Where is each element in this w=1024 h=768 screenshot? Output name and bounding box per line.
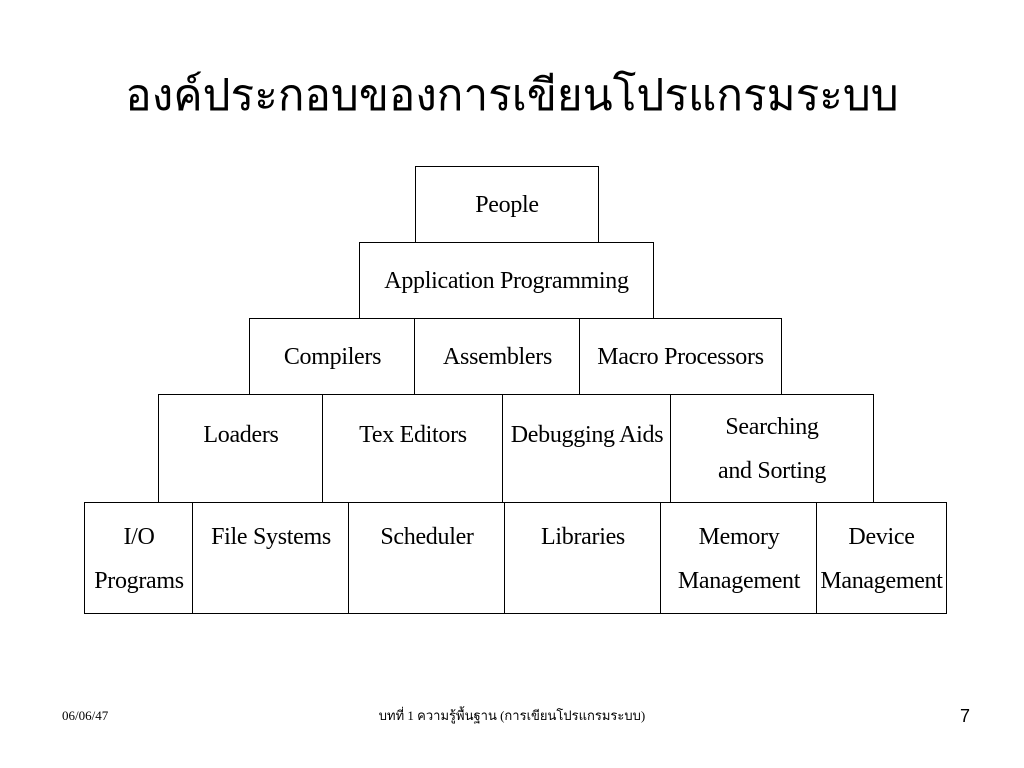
cell-io-programs: I/O Programs [84, 502, 194, 614]
cell-loaders-label: Loaders [203, 422, 279, 448]
cell-compilers: Compilers [249, 318, 416, 396]
cell-compilers-label: Compilers [283, 344, 382, 370]
cell-searching-sorting: Searching and Sorting [670, 394, 874, 504]
cell-scheduler-label: Scheduler [380, 524, 474, 550]
cell-tex-editors: Tex Editors [322, 394, 504, 504]
cell-people: People [415, 166, 599, 244]
cell-tex-editors-label: Tex Editors [359, 422, 467, 448]
cell-device-management-label: Device Management [820, 524, 943, 594]
cell-people-label: People [475, 192, 539, 218]
cell-io-programs-label: I/O Programs [94, 524, 184, 594]
cell-assemblers: Assemblers [414, 318, 581, 396]
cell-libraries-label: Libraries [541, 524, 625, 550]
cell-scheduler: Scheduler [348, 502, 506, 614]
cell-application-programming: Application Programming [359, 242, 654, 320]
footer-date: 06/06/47 [62, 708, 109, 723]
cell-macro-processors-label: Macro Processors [597, 344, 764, 370]
cell-application-programming-label: Application Programming [384, 268, 629, 294]
page-number: 7 [959, 706, 970, 726]
cell-searching-sorting-label: Searching and Sorting [717, 414, 827, 484]
footer-chapter: บทที่ 1 ความรู้พื้นฐาน (การเขียนโปรแกรมร… [378, 708, 646, 723]
cell-file-systems-label: File Systems [211, 524, 331, 550]
cell-macro-processors: Macro Processors [579, 318, 782, 396]
cell-debugging-aids-label: Debugging Aids [510, 422, 664, 448]
cell-memory-management: Memory Management [660, 502, 818, 614]
cell-assemblers-label: Assemblers [443, 344, 552, 370]
slide-title: องค์ประกอบของการเขียนโปรแกรมระบบ [125, 71, 899, 120]
cell-loaders: Loaders [158, 394, 324, 504]
cell-file-systems: File Systems [192, 502, 350, 614]
cell-debugging-aids: Debugging Aids [502, 394, 672, 504]
cell-device-management: Device Management [816, 502, 947, 614]
cell-libraries: Libraries [504, 502, 662, 614]
cell-memory-management-label: Memory Management [677, 524, 801, 594]
